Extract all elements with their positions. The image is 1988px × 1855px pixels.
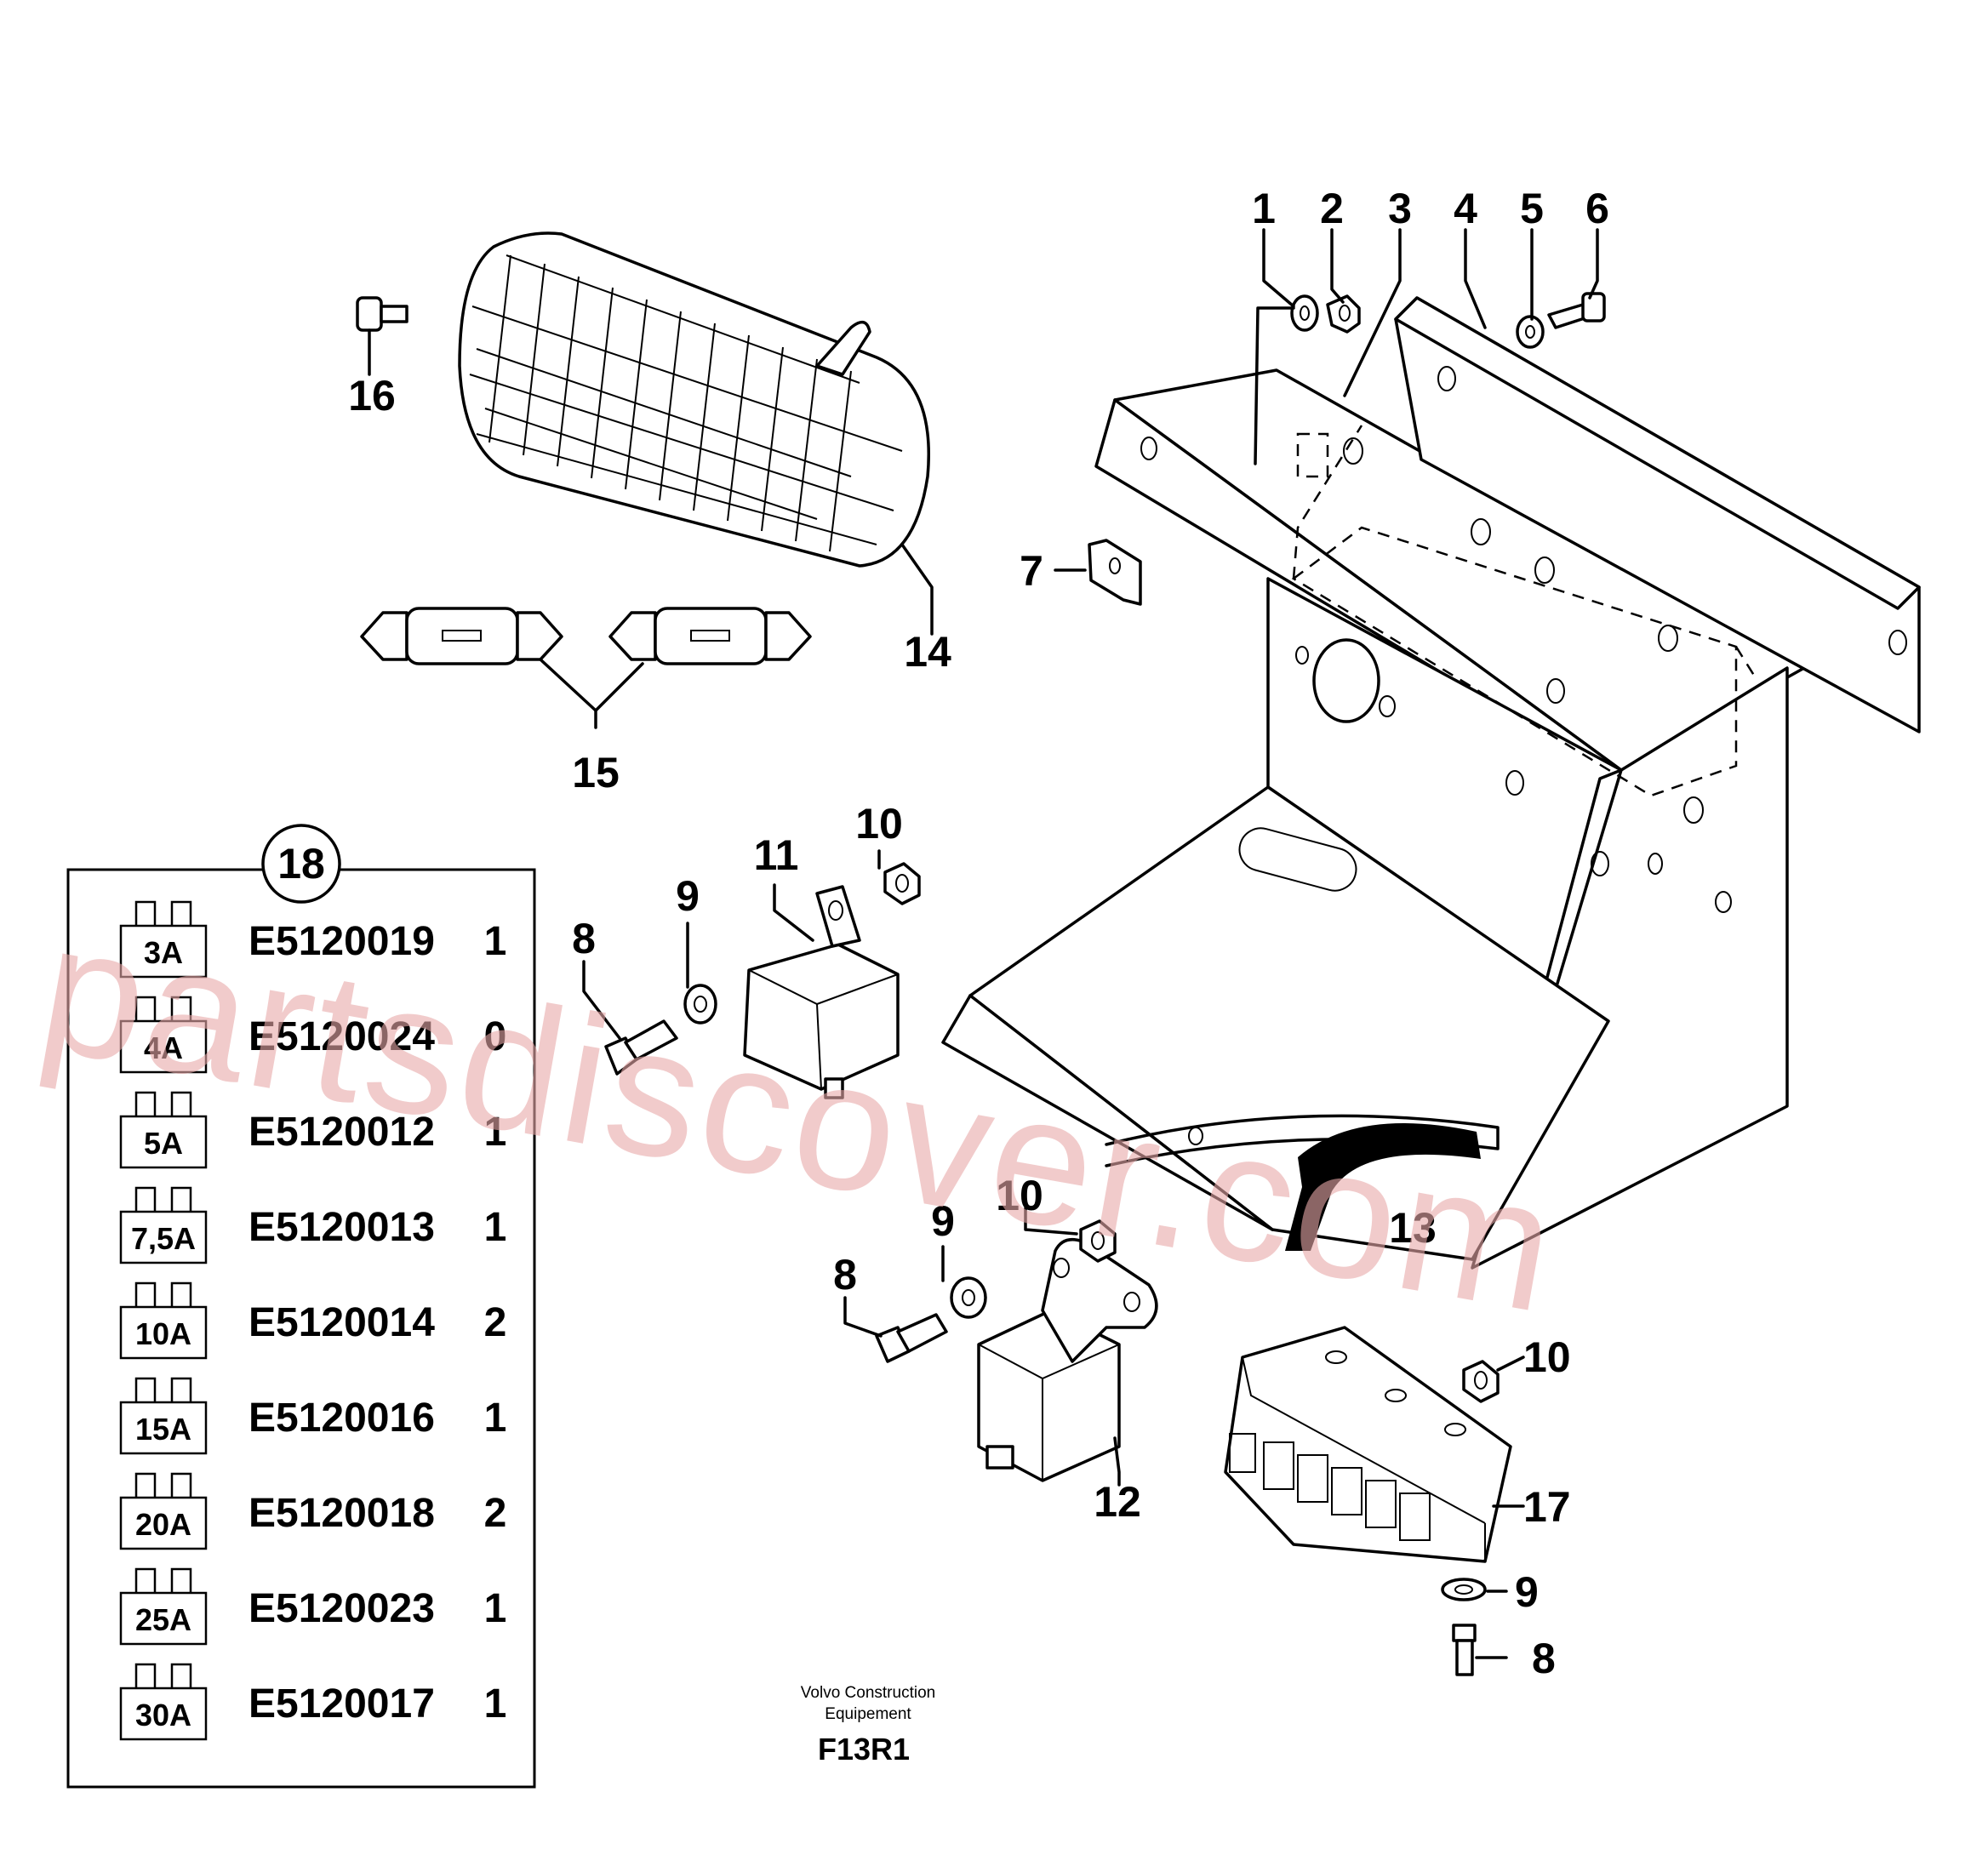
fuse-icon	[119, 1091, 208, 1169]
fuse-row: 25A E5120023 1	[119, 1567, 507, 1646]
callout-labels: 1 2 3 4 5 6 7 8 8 8 9 9 9 10 10 10 11 12…	[348, 185, 1609, 1682]
callout-9-upper: 9	[676, 872, 700, 920]
fuse-row: 4A E5120024 0	[119, 996, 507, 1074]
fuse-icon	[119, 1377, 208, 1455]
fuse-box-17	[1224, 1326, 1512, 1676]
callout-13: 13	[1389, 1204, 1437, 1252]
fuse-icon	[119, 900, 208, 979]
callout-12: 12	[1094, 1478, 1141, 1526]
callout-16: 16	[348, 372, 396, 420]
bracket-assembly	[941, 368, 1806, 1270]
figure-code: F13R1	[818, 1732, 910, 1767]
bolt-set-lower	[875, 1219, 1117, 1363]
fuse-icon	[119, 1663, 208, 1741]
fuse-part-number: E5120012	[248, 1110, 435, 1155]
relay-11	[743, 885, 900, 1099]
bolt-set-upper	[604, 862, 921, 1076]
mounting-plate-4	[1394, 296, 1921, 733]
fuse-part-number: E5120017	[248, 1681, 435, 1727]
callout-2: 2	[1320, 185, 1344, 232]
speed-clip-7	[1088, 539, 1142, 606]
fuse-row: 20A E5120018 2	[119, 1472, 507, 1550]
fuse-rating: 25A	[135, 1602, 191, 1637]
fuse-rating: 7,5A	[131, 1221, 196, 1256]
fuse-quantity: 1	[484, 919, 507, 964]
callout-8-lower: 8	[1532, 1635, 1556, 1682]
bulbs-15	[360, 607, 812, 729]
fuse-rating: 5A	[144, 1126, 183, 1161]
callout-10-middle: 10	[996, 1172, 1043, 1219]
fuse-rating: 20A	[135, 1507, 191, 1542]
fuse-quantity: 2	[484, 1300, 507, 1345]
fuse-part-number: E5120024	[248, 1014, 435, 1059]
callout-3: 3	[1388, 185, 1412, 232]
fuse-row: 15A E5120016 1	[119, 1377, 507, 1455]
callout-7: 7	[1020, 547, 1043, 595]
callout-10-upper: 10	[855, 800, 903, 848]
fuse-quantity: 1	[484, 1205, 507, 1250]
callout-18: 18	[277, 840, 325, 888]
fuse-rating: 3A	[144, 935, 183, 970]
fuse-icon	[119, 1186, 208, 1264]
callout-6: 6	[1585, 185, 1609, 232]
callout-1: 1	[1252, 185, 1276, 232]
fuse-quantity: 0	[484, 1014, 507, 1059]
leader-lines	[582, 228, 1599, 1659]
fuse-rating: 10A	[135, 1316, 191, 1351]
fuse-part-number: E5120013	[248, 1205, 435, 1250]
fuse-row: 30A E5120017 1	[119, 1663, 507, 1741]
fuse-icon	[119, 1567, 208, 1646]
callout-10-lower: 10	[1523, 1333, 1571, 1381]
callout-8-middle: 8	[833, 1251, 857, 1298]
callout-14: 14	[904, 628, 951, 676]
fuse-row: 3A E5120019 1	[119, 900, 507, 979]
fuse-rating: 4A	[144, 1030, 183, 1065]
callout-8-upper: 8	[572, 915, 596, 962]
company-line-2: Equipement	[825, 1705, 911, 1723]
fuse-row: 10A E5120014 2	[119, 1281, 507, 1360]
fuse-quantity: 1	[484, 1396, 507, 1441]
figure-footer: Volvo Construction Equipement F13R1	[801, 1684, 935, 1767]
fuse-quantity: 2	[484, 1491, 507, 1536]
fuse-quantity: 1	[484, 1681, 507, 1727]
callout-9-middle: 9	[931, 1197, 955, 1245]
callout-11: 11	[754, 831, 799, 879]
fuse-row: 5A E5120012 1	[119, 1091, 507, 1169]
fuse-quantity: 1	[484, 1110, 507, 1155]
fuse-rating: 15A	[135, 1412, 191, 1447]
fuse-part-number: E5120019	[248, 919, 435, 964]
callout-4: 4	[1454, 185, 1477, 232]
screw-16	[356, 296, 408, 376]
callout-17: 17	[1523, 1483, 1571, 1531]
fuse-rating: 30A	[135, 1698, 191, 1732]
fuse-part-number: E5120016	[248, 1396, 435, 1441]
callout-15: 15	[572, 749, 620, 796]
fuse-part-number: E5120023	[248, 1586, 435, 1631]
callout-5: 5	[1520, 185, 1544, 232]
fuse-icon	[119, 1281, 208, 1360]
fuse-rows: 3A E5120019 1 4A E5120024 0 5A E5120012 1 7,5A E51…	[119, 900, 507, 1741]
fuse-part-number: E5120014	[248, 1300, 435, 1345]
fuse-icon	[119, 996, 208, 1074]
work-lamp	[458, 231, 934, 636]
fasteners-top	[1290, 292, 1606, 349]
company-line-1: Volvo Construction	[801, 1684, 935, 1702]
fuse-row: 7,5A E5120013 1	[119, 1186, 507, 1264]
relay-12	[977, 1237, 1158, 1487]
callout-9-lower: 9	[1515, 1568, 1539, 1616]
fuse-quantity: 1	[484, 1586, 507, 1631]
fuse-part-number: E5120018	[248, 1491, 435, 1536]
fuse-icon	[119, 1472, 208, 1550]
